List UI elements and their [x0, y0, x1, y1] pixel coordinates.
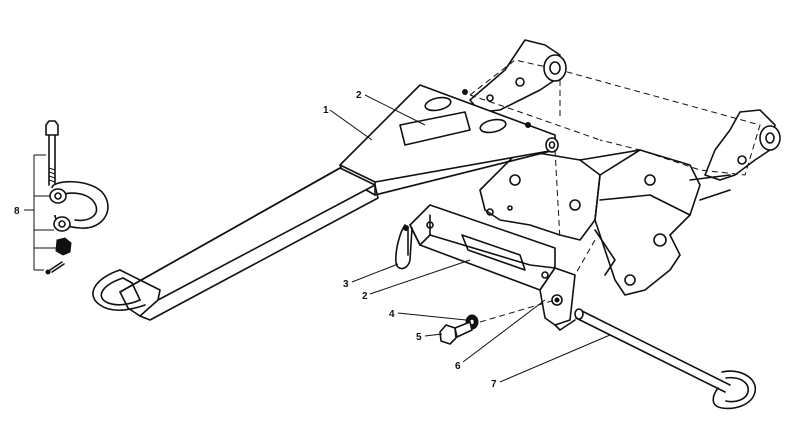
callout-2-top: 2 [356, 90, 362, 101]
callout-3: 3 [343, 279, 349, 290]
lynch-pin [395, 224, 413, 270]
tow-bar [92, 84, 559, 321]
tractor-frame [469, 39, 781, 296]
callout-labels: 1 2 2 3 4 5 6 7 8 [14, 90, 497, 390]
callout-5: 5 [416, 332, 422, 343]
hitch-pin [574, 308, 756, 410]
callout-6: 6 [455, 361, 461, 372]
callout-leaders [351, 259, 611, 383]
alignment-lines [479, 149, 596, 323]
callout-4: 4 [389, 309, 395, 320]
callout-2-bottom: 2 [362, 291, 368, 302]
callout-1: 1 [323, 105, 329, 116]
washer-and-bolt [439, 314, 479, 345]
hitch-bracket [409, 204, 576, 331]
callout-7: 7 [491, 379, 497, 390]
shackle-assembly [24, 120, 109, 275]
callout-8: 8 [14, 206, 20, 217]
callout-leaders-top [329, 94, 426, 141]
